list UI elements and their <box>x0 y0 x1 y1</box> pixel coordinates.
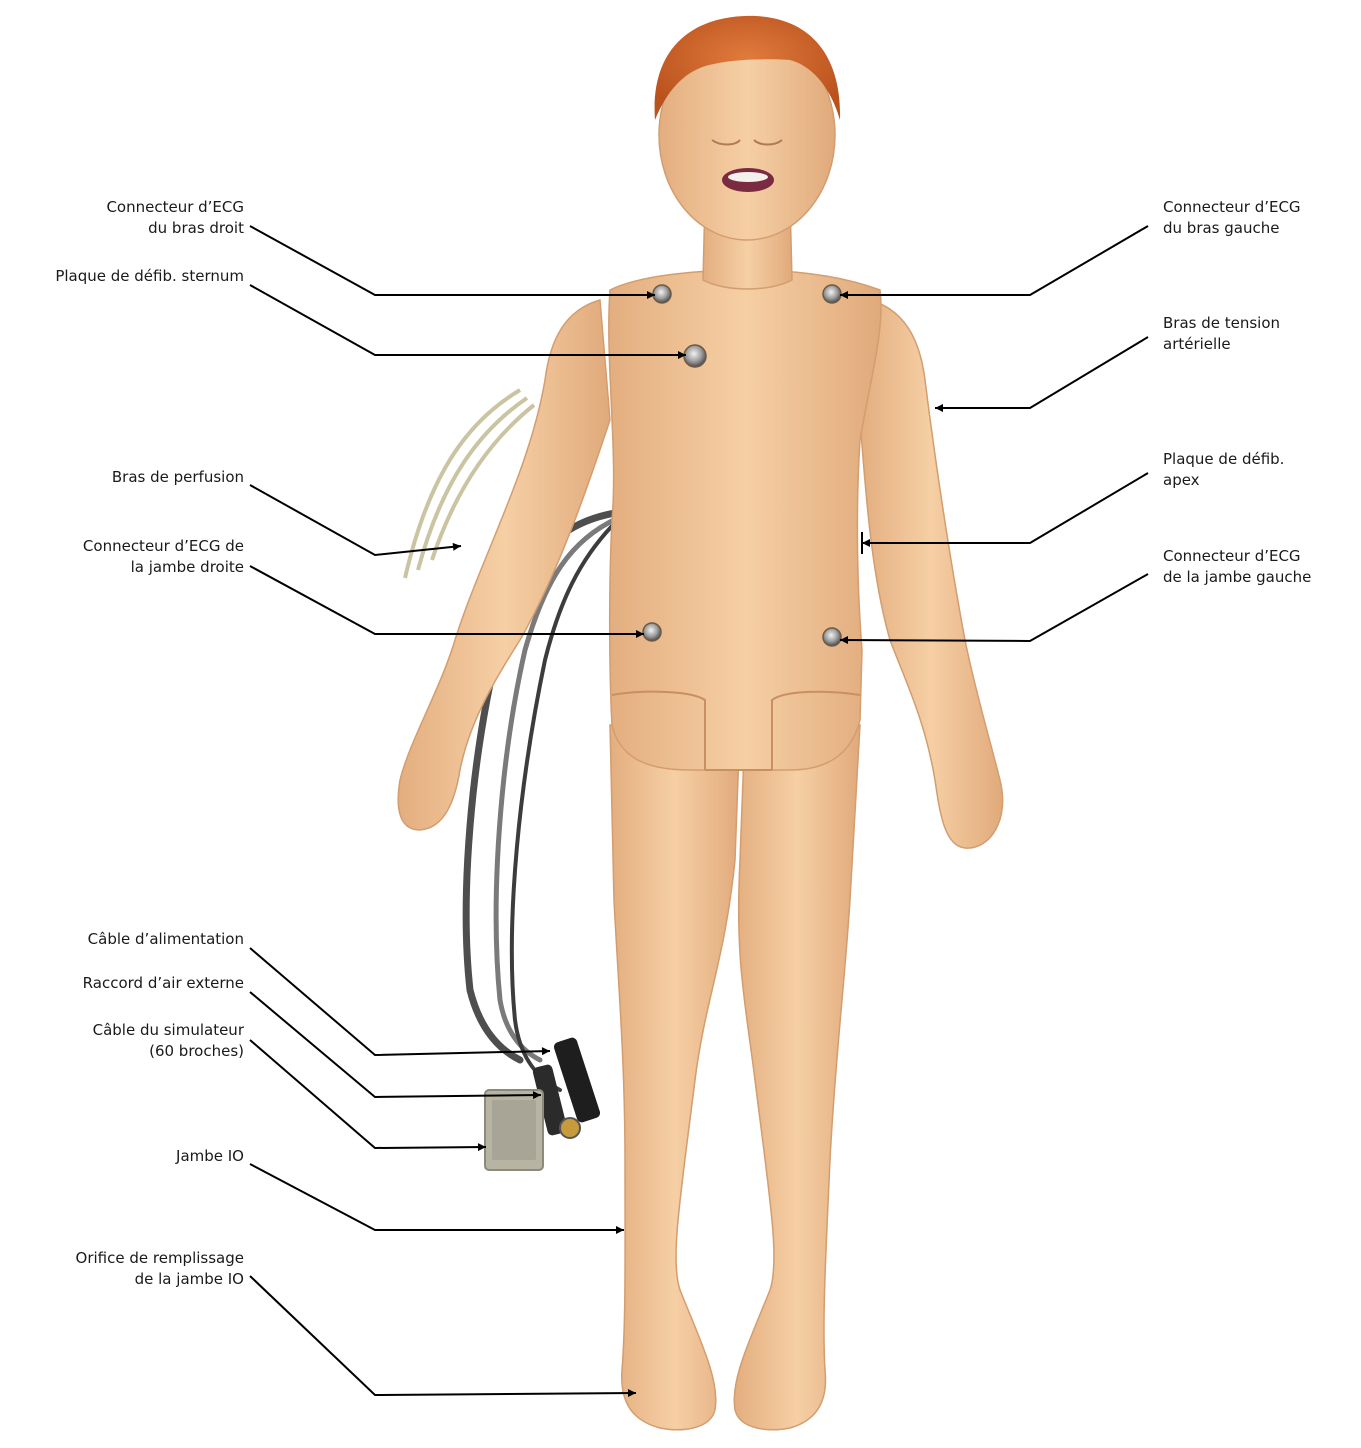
label-bp-arm: Bras de tension artérielle <box>1163 313 1280 355</box>
label-external-air: Raccord d’air externe <box>83 973 244 994</box>
label-iv-arm: Bras de perfusion <box>112 467 244 488</box>
label-simulator-cable: Câble du simulateur (60 broches) <box>93 1020 244 1062</box>
manikin-body <box>398 16 1002 1430</box>
label-ecg-left-leg: Connecteur d’ECG de la jambe gauche <box>1163 546 1311 588</box>
label-ecg-left-arm: Connecteur d’ECG du bras gauche <box>1163 197 1301 239</box>
label-power-cable: Câble d’alimentation <box>88 929 244 950</box>
leader-io-leg <box>250 1164 624 1230</box>
leader-bp-arm <box>935 337 1148 408</box>
torso <box>609 270 881 770</box>
right-arm <box>398 300 610 830</box>
label-io-fill-port: Orifice de remplissage de la jambe IO <box>76 1248 244 1290</box>
label-defib-sternum: Plaque de défib. sternum <box>55 266 244 287</box>
leader-ecg-right-leg <box>250 566 644 634</box>
legs <box>610 725 860 1430</box>
label-defib-apex: Plaque de défib. apex <box>1163 449 1284 491</box>
leader-ecg-left-arm <box>840 226 1148 295</box>
leader-ecg-right-arm <box>250 226 655 295</box>
cable-connectors <box>485 1036 601 1170</box>
label-ecg-right-leg: Connecteur d’ECG de la jambe droite <box>83 536 244 578</box>
label-io-leg: Jambe IO <box>176 1146 244 1167</box>
leader-power-cable <box>250 948 550 1055</box>
label-ecg-right-arm: Connecteur d’ECG du bras droit <box>106 197 244 239</box>
leader-io-fill-port <box>250 1276 636 1395</box>
left-arm <box>860 300 1003 848</box>
leader-simulator-cable <box>250 1040 486 1148</box>
head <box>655 16 840 240</box>
